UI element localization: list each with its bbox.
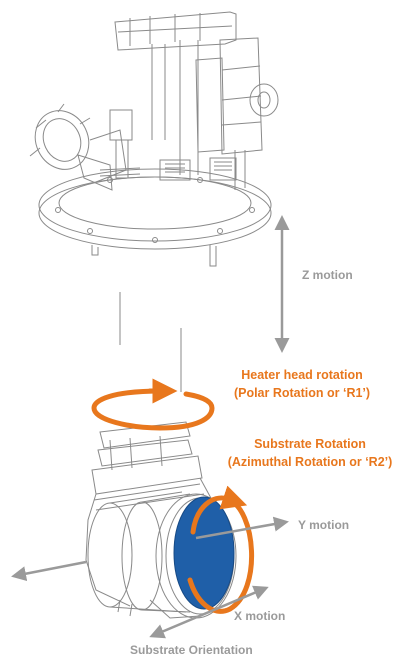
substrate-disc xyxy=(173,496,235,610)
substrate-rotation-title: Substrate Rotation xyxy=(254,437,366,451)
upper-assembly-drawing xyxy=(114,11,279,190)
x-motion-label: X motion xyxy=(234,609,286,623)
heater-rotation-label: Heater head rotation (Polar Rotation or … xyxy=(222,366,382,402)
heater-rotation-subtitle: (Polar Rotation or ‘R1’) xyxy=(233,386,371,400)
y-motion-arrow xyxy=(195,516,289,540)
z-motion-label: Z motion xyxy=(302,268,353,282)
polar-rotation-arrow xyxy=(91,378,215,431)
x-motion-arrow xyxy=(149,585,269,639)
substrate-orientation-label: Substrate Orientation xyxy=(130,643,253,657)
mounting-flange-drawing xyxy=(38,168,272,267)
shaft-drawing xyxy=(119,292,182,392)
orientation-arrow xyxy=(11,560,87,582)
substrate-rotation-subtitle: (Azimuthal Rotation or ‘R2’) xyxy=(227,455,393,469)
heater-rotation-title: Heater head rotation xyxy=(241,368,363,382)
y-motion-label: Y motion xyxy=(298,518,350,532)
substrate-rotation-label: Substrate Rotation (Azimuthal Rotation o… xyxy=(220,435,400,471)
rotary-feedthrough-drawing xyxy=(29,103,127,191)
